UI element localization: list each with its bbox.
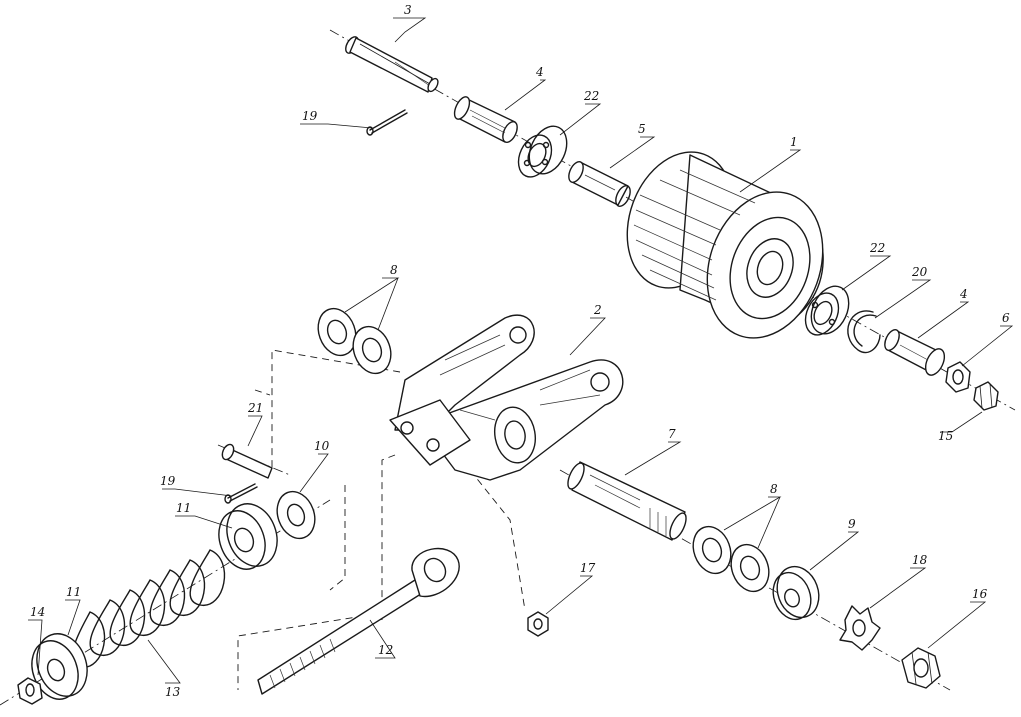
- castle-nut-lower: [901, 647, 941, 689]
- assembly-guide-lines: [237, 349, 526, 690]
- ball-bearing-lower: [804, 285, 850, 336]
- callout-labels: 3 19 4 22 5 1 22 20 4 6 15 8 2 7 8 9 18 …: [30, 3, 1010, 699]
- callout-1: 1: [790, 135, 798, 149]
- cotter-pin-upper: [366, 109, 408, 136]
- callout-22-upper: 22: [583, 89, 599, 103]
- spring-seat-upper: [218, 503, 278, 570]
- tab-lock-washer: [839, 605, 881, 651]
- spring-washer: [276, 490, 316, 540]
- callout-18: 18: [912, 553, 928, 567]
- callout-22-lower: 22: [869, 241, 885, 255]
- axle-bolt: [345, 36, 439, 93]
- washers-lower: [692, 525, 770, 593]
- tension-rod: [257, 547, 460, 695]
- spacer-sleeve: [568, 161, 631, 207]
- callout-16: 16: [972, 587, 988, 601]
- callout-4-upper: 4: [535, 65, 544, 79]
- callout-11-upper: 11: [176, 501, 191, 515]
- washers-upper: [317, 307, 392, 375]
- small-pin: [221, 443, 273, 479]
- callout-3: 3: [404, 3, 412, 17]
- bushing-upper: [453, 96, 518, 143]
- callout-4-lower: 4: [959, 287, 968, 301]
- callout-11-lower: 11: [66, 585, 81, 599]
- callout-19-lower: 19: [160, 474, 176, 488]
- callout-8-lower: 8: [770, 482, 778, 496]
- callout-10: 10: [314, 439, 330, 453]
- thick-washer: [772, 565, 820, 621]
- callout-5: 5: [638, 122, 646, 136]
- callout-19-upper: 19: [302, 109, 318, 123]
- callout-14: 14: [30, 605, 45, 619]
- tensioner-bracket: [389, 314, 624, 481]
- castle-nut: [973, 381, 999, 411]
- callout-15: 15: [938, 429, 953, 443]
- callout-17: 17: [580, 561, 596, 575]
- callout-6: 6: [1002, 311, 1010, 325]
- leader-lines: [28, 17, 1014, 684]
- bushing-lower: [884, 329, 946, 376]
- callout-13: 13: [165, 685, 181, 699]
- callout-7: 7: [668, 427, 676, 441]
- hex-nut-left: [17, 677, 43, 705]
- small-nut: [527, 611, 549, 637]
- callout-20: 20: [911, 265, 928, 279]
- pivot-pin: [567, 461, 687, 541]
- callout-2: 2: [593, 303, 602, 317]
- callout-12: 12: [378, 643, 393, 657]
- roller-drum: [626, 151, 824, 339]
- ball-bearing-upper: [517, 125, 568, 178]
- snap-ring: [847, 310, 881, 354]
- cotter-pin-lower: [224, 483, 258, 504]
- callout-8-upper: 8: [390, 263, 398, 277]
- callout-21: 21: [247, 401, 263, 415]
- hex-nut-right: [945, 361, 971, 393]
- callout-9: 9: [848, 517, 856, 531]
- spring-seat-lower: [31, 633, 88, 700]
- coil-spring: [71, 549, 226, 668]
